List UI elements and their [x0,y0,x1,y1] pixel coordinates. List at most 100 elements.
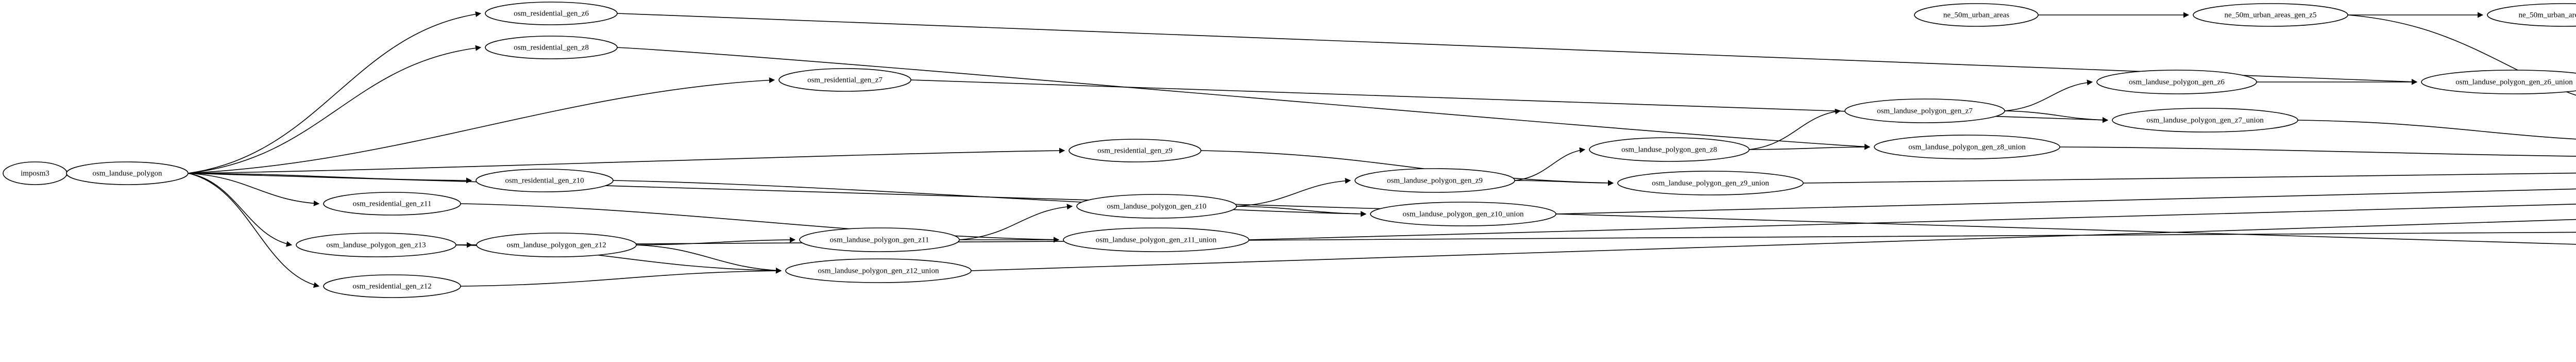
node-label: osm_landuse_polygon_gen_z9_union [1652,179,1769,187]
graph-edge-osm_landuse_polygon_gen_z9_union-to-layer_landuse_z9 [1803,172,2576,184]
graph-edge-osm_landuse_polygon_gen_z7-to-osm_landuse_polygon_gen_z6 [2004,79,2093,111]
graph-edge-osm_landuse_polygon_gen_z8_union-to-layer_landuse_z8 [2059,146,2576,157]
node-shape [1914,3,2039,27]
node-label: osm_residential_gen_z9 [1097,146,1173,155]
node-shape [778,68,911,92]
node-label: osm_landuse_polygon_gen_z9 [1387,176,1483,185]
graph-node-ne_50m_urban_areas[interactable]: ne_50m_urban_areas [1914,3,2039,27]
node-label: osm_landuse_polygon_gen_z7 [1877,107,1973,115]
node-label: ne_50m_urban_areas_gen_z5 [2224,11,2316,19]
graph-node-osm_residential_gen_z6[interactable]: osm_residential_gen_z6 [485,2,618,25]
graph-node-osm_landuse_polygon_gen_z7_union[interactable]: osm_landuse_polygon_gen_z7_union [2112,108,2298,133]
graph-node-osm_landuse_polygon_gen_z6[interactable]: osm_landuse_polygon_gen_z6 [2096,70,2257,94]
node-shape [1069,139,1201,162]
node-shape [1354,168,1515,193]
graph-edge-osm_landuse_polygon_gen_z7_union-to-layer_landuse_z7 [2297,120,2576,140]
graph-edge-osm_landuse_polygon_gen_z11_union-to-layer_landuse_z11 [1248,203,2576,240]
graph-node-osm_landuse_polygon_gen_z6_union[interactable]: osm_landuse_polygon_gen_z6_union [2421,70,2576,94]
node-label: osm_residential_gen_z10 [505,176,584,185]
node-label: osm_residential_gen_z11 [353,200,432,208]
graph-node-osm_landuse_polygon_gen_z12_union[interactable]: osm_landuse_polygon_gen_z12_union [785,258,972,283]
node-label: osm_landuse_polygon_gen_z12 [506,241,606,249]
graph-edge-osm_landuse_polygon-to-osm_residential_gen_z9 [188,147,1065,174]
node-label: osm_landuse_polygon_gen_z13 [326,241,426,249]
node-label: osm_landuse_polygon_gen_z10 [1107,202,1206,210]
node-label: ne_50m_urban_areas [1943,11,2009,19]
graph-node-osm_landuse_polygon_gen_z12[interactable]: osm_landuse_polygon_gen_z12 [476,233,637,257]
node-label: ne_50m_urban_areas_gen_z4 [2518,11,2576,19]
node-shape [2096,70,2257,94]
graph-edge-osm_landuse_polygon-to-osm_landuse_polygon_gen_z13 [188,173,293,247]
node-shape [323,274,461,298]
node-shape [1063,227,1249,252]
node-shape [1617,171,1804,195]
graph-edge-osm_landuse_polygon-to-osm_residential_gen_z6 [188,11,482,174]
graph-node-osm_residential_gen_z9[interactable]: osm_residential_gen_z9 [1069,139,1201,162]
graph-node-osm_landuse_polygon_gen_z13[interactable]: osm_landuse_polygon_gen_z13 [296,233,456,257]
node-shape [476,169,614,192]
node-label: osm_residential_gen_z6 [514,9,589,18]
node-shape [1844,98,2005,123]
graph-node-osm_residential_gen_z11[interactable]: osm_residential_gen_z11 [323,192,461,216]
node-label: osm_landuse_polygon [93,169,162,177]
node-shape [1589,137,1750,162]
node-label: osm_landuse_polygon_gen_z12_union [818,267,939,275]
graph-edge-ne_50m_urban_areas_gen_z5-to-layer_landuse_z5 [2347,14,2576,96]
graph-node-osm_landuse_polygon_gen_z8_union[interactable]: osm_landuse_polygon_gen_z8_union [1874,135,2060,159]
node-shape [1874,135,2060,159]
graph-node-osm_landuse_polygon_gen_z9[interactable]: osm_landuse_polygon_gen_z9 [1354,168,1515,193]
node-label: imposm3 [21,169,49,177]
node-label: osm_residential_gen_z8 [514,43,589,52]
graph-edge-osm_landuse_polygon_gen_z8-to-osm_landuse_polygon_gen_z8_union [1749,144,1871,150]
node-label: osm_landuse_polygon_gen_z10_union [1403,210,1524,218]
node-shape [476,233,637,257]
node-shape [66,161,189,185]
node-shape [785,258,972,283]
graph-node-osm_landuse_polygon_gen_z11[interactable]: osm_landuse_polygon_gen_z11 [799,227,960,252]
graph-node-ne_50m_urban_areas_gen_z5[interactable]: ne_50m_urban_areas_gen_z5 [2193,3,2348,27]
node-label: osm_landuse_polygon_gen_z8 [1621,145,1717,154]
node-shape [485,36,618,59]
graph-node-osm_residential_gen_z7[interactable]: osm_residential_gen_z7 [778,68,911,92]
graph-node-imposm3[interactable]: imposm3 [3,161,67,185]
graph-node-osm_landuse_polygon_gen_z10_union[interactable]: osm_landuse_polygon_gen_z10_union [1370,202,1556,226]
graph-edge-osm_residential_gen_z11-to-osm_landuse_polygon_gen_z11_union [460,203,1060,243]
nodes-layer: imposm3 osm_landuse_polygon osm_residentia… [3,2,2576,298]
graph-edge-osm_landuse_polygon-to-osm_residential_gen_z7 [188,77,775,174]
graph-node-osm_residential_gen_z8[interactable]: osm_residential_gen_z8 [485,36,618,59]
graph-node-osm_landuse_polygon_gen_z11_union[interactable]: osm_landuse_polygon_gen_z11_union [1063,227,1249,252]
graph-edge-osm_landuse_polygon_gen_z13-to-layer_landuse_z13 [455,232,2576,245]
graph-node-osm_landuse_polygon_gen_z8[interactable]: osm_landuse_polygon_gen_z8 [1589,137,1750,162]
graph-node-osm_landuse_polygon_gen_z7[interactable]: osm_landuse_polygon_gen_z7 [1844,98,2005,123]
graph-edge-osm_landuse_polygon_gen_z8-to-osm_landuse_polygon_gen_z7 [1749,108,1841,150]
graph-edge-osm_landuse_polygon_gen_z12-to-osm_landuse_polygon_gen_z12_union [636,244,782,274]
graph-edge-osm_residential_gen_z12-to-osm_landuse_polygon_gen_z12_union [460,268,782,287]
node-shape [485,2,618,25]
graph-node-ne_50m_urban_areas_gen_z4[interactable]: ne_50m_urban_areas_gen_z4 [2487,3,2576,27]
graph-edge-osm_residential_gen_z8-to-osm_landuse_polygon_gen_z8_union [617,47,1871,150]
node-shape [296,233,456,257]
node-shape [799,227,960,252]
node-shape [2112,108,2298,133]
graph-edge-osm_residential_gen_z10-to-osm_landuse_polygon_gen_z10_union [613,180,1367,217]
node-label: osm_landuse_polygon_gen_z6_union [2455,78,2573,86]
graph-edge-osm_landuse_polygon-to-osm_residential_gen_z8 [188,45,482,174]
node-label: osm_landuse_polygon_gen_z6 [2129,78,2225,86]
graph-edge-osm_residential_gen_z9-to-osm_landuse_polygon_gen_z9_union [1200,150,1614,186]
node-label: osm_landuse_polygon_gen_z7_union [2146,116,2264,124]
node-label: osm_residential_gen_z7 [807,76,883,84]
graph-edge-osm_landuse_polygon_gen_z10-to-osm_landuse_polygon_gen_z9 [1236,178,1351,207]
node-shape [2487,3,2576,27]
node-shape [2421,70,2576,94]
graph-node-osm_landuse_polygon_gen_z9_union[interactable]: osm_landuse_polygon_gen_z9_union [1617,171,1804,195]
graph-node-osm_landuse_polygon[interactable]: osm_landuse_polygon [66,161,189,185]
node-shape [1076,194,1237,219]
graph-node-osm_residential_gen_z12[interactable]: osm_residential_gen_z12 [323,274,461,298]
node-label: osm_landuse_polygon_gen_z8_union [1908,143,2026,151]
node-shape [1370,202,1556,226]
graph-node-osm_residential_gen_z10[interactable]: osm_residential_gen_z10 [476,169,614,192]
graph-node-osm_landuse_polygon_gen_z10[interactable]: osm_landuse_polygon_gen_z10 [1076,194,1237,219]
node-shape [323,192,461,216]
